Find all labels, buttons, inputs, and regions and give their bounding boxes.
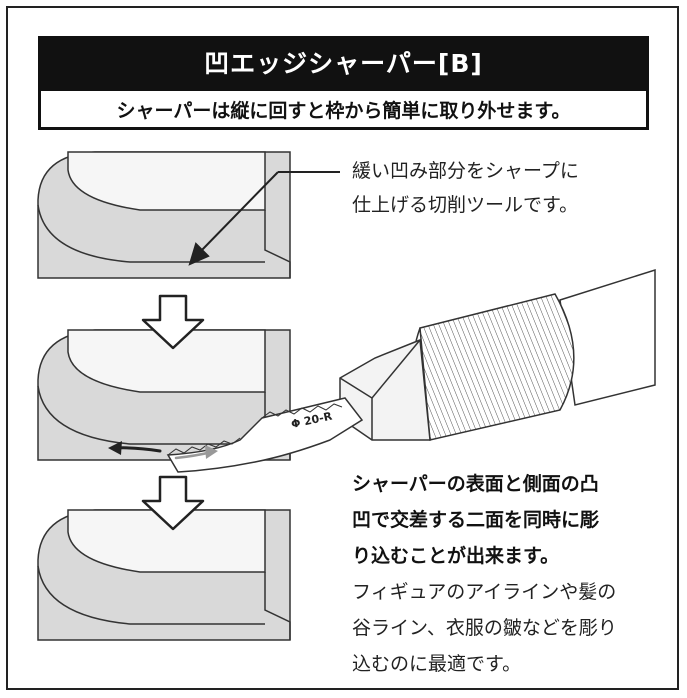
- page-title: 凹エッジシャーパー[B]: [38, 36, 649, 88]
- description-line: フィギュアのアイラインや髪の: [352, 581, 617, 603]
- tool-note-line: 仕上げる切削ツールです。: [352, 194, 579, 216]
- description-line: 谷ライン、衣服の皺などを彫り: [352, 617, 617, 639]
- workpiece-block-1: [37, 151, 291, 279]
- pointer-arrow-icon: [188, 171, 340, 266]
- description-bold-line: り込むことが出来ます。: [352, 545, 560, 567]
- down-arrow-icon: [141, 475, 205, 531]
- description-bold-line: シャーパーの表面と側面の凸: [352, 473, 599, 495]
- workpiece-block-3: [37, 509, 291, 641]
- subtitle: シャーパーは縦に回すと枠から簡単に取り外せます。: [38, 88, 649, 130]
- sharpener-blade: Φ 20-R: [166, 397, 364, 473]
- tool-note: 緩い凹み部分をシャープに 仕上げる切削ツールです。: [352, 154, 652, 222]
- description-bold-line: 凹で交差する二面を同時に彫: [352, 509, 600, 531]
- tool-handle: [339, 268, 656, 441]
- description-line: 込むのに最適です。: [352, 653, 522, 675]
- rotate-arrow-icon: [108, 441, 218, 460]
- workpiece-block-2: [37, 329, 291, 461]
- down-arrow-icon: [141, 294, 205, 350]
- tool-note-line: 緩い凹み部分をシャープに: [352, 160, 579, 182]
- tool-description: シャーパーの表面と側面の凸 凹で交差する二面を同時に彫 り込むことが出来ます。 …: [352, 466, 652, 682]
